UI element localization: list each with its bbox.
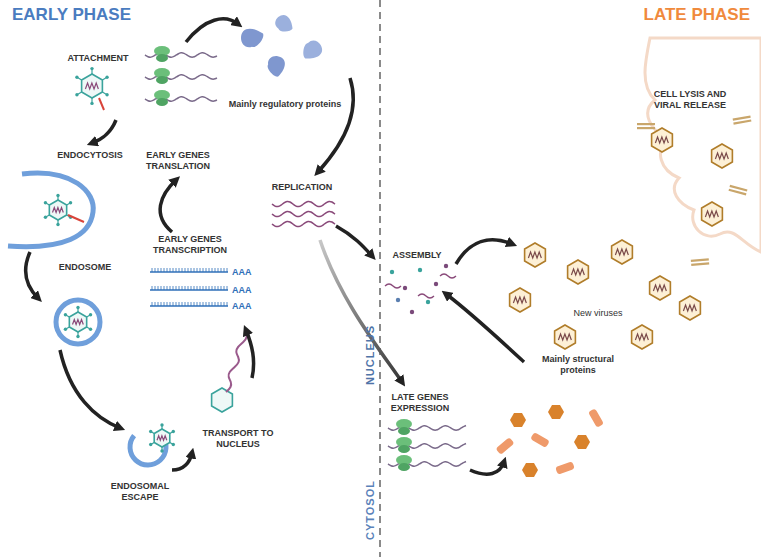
poly-a-tail: AAA [232, 285, 258, 296]
new-virus [510, 288, 531, 312]
lysis-burst [645, 38, 761, 252]
new-virus [525, 243, 546, 267]
viral-capsid [212, 388, 233, 412]
ribosome [396, 419, 412, 435]
process-arrow [60, 350, 120, 428]
process-arrow [456, 240, 512, 264]
process-arrow [26, 252, 38, 298]
step-label: ASSEMBLY [382, 250, 452, 261]
fibre-fragment [637, 123, 655, 129]
step-label: ENDOCYTOSIS [45, 150, 135, 161]
new-virus [612, 240, 633, 264]
nuclear-envelope [151, 148, 499, 432]
fibre-fragment [728, 185, 747, 196]
cell-body: CYTOSOL NUCLEUS [5, 40, 755, 552]
process-arrow [246, 330, 254, 378]
ribosome [396, 437, 412, 453]
structural-protein [510, 413, 526, 427]
compartment-label: NUCLEUS [363, 315, 377, 395]
structural-protein [588, 408, 604, 428]
step-label: ATTACHMENT [53, 53, 143, 64]
structural-protein [555, 461, 575, 475]
structural-protein [522, 463, 538, 477]
receptor [68, 215, 84, 222]
protein-note: Mainly structural proteins [532, 354, 624, 376]
phase-title: LATE PHASE [590, 5, 750, 25]
poly-a-tail: AAA [232, 301, 258, 312]
phase-title: EARLY PHASE [12, 5, 192, 25]
replicated-genome [272, 221, 335, 226]
released-virus [702, 202, 723, 226]
fibre-fragment [691, 258, 709, 266]
regulatory-protein [299, 38, 325, 63]
fibre-fragment [733, 115, 752, 124]
structural-protein [548, 405, 564, 419]
ribosome [154, 68, 170, 84]
new-virus [568, 260, 589, 284]
poly-a-tail: AAA [232, 267, 258, 278]
receptor [99, 98, 104, 110]
regulatory-protein [266, 55, 286, 78]
step-label: ENDOSOMAL ESCAPE [104, 481, 176, 503]
structural-protein [496, 437, 515, 455]
step-label: REPLICATION [262, 182, 342, 193]
assembly-parts [385, 264, 456, 314]
regulatory-protein [272, 12, 295, 36]
regulatory-protein [241, 29, 263, 48]
transcript-strand [150, 286, 228, 290]
new-virus [632, 325, 653, 349]
process-arrow [336, 226, 372, 256]
process-arrow [470, 462, 504, 474]
endocytic-pocket [8, 173, 93, 247]
ribosome [154, 46, 170, 62]
cell-outline [5, 40, 755, 552]
virus-particle [149, 423, 175, 453]
released-virus [652, 128, 673, 152]
step-label: EARLY GENES TRANSLATION [136, 150, 220, 172]
structural-protein [530, 432, 550, 448]
replicated-genome [272, 201, 335, 206]
transcript-strand [150, 268, 228, 272]
phase-divider [379, 0, 381, 557]
viral-genome [226, 332, 247, 392]
virus-particle [64, 306, 93, 338]
step-label: LATE GENES EXPRESSION [383, 392, 457, 414]
step-label: ENDOSOME [45, 262, 125, 273]
transcript-strand [150, 302, 228, 306]
new-virus [650, 276, 671, 300]
new-virus [555, 325, 576, 349]
structural-protein [574, 435, 590, 449]
new-virus [680, 296, 701, 320]
replicated-genome [272, 211, 335, 216]
cell-membrane [5, 40, 755, 552]
process-arrow [446, 294, 524, 362]
compartment-label: CYTOSOL [363, 470, 377, 550]
virus-note: New viruses [563, 308, 633, 319]
protein-note: Mainly regulatory proteins [222, 99, 348, 110]
process-arrow [92, 120, 116, 143]
broken-endosome [130, 436, 166, 465]
step-label: TRANSPORT TO NUCLEUS [198, 428, 278, 450]
step-label: EARLY GENES TRANSCRIPTION [144, 234, 236, 256]
ribosome [154, 90, 170, 106]
process-arrow [172, 453, 192, 470]
ribosome [396, 455, 412, 471]
process-arrow [186, 19, 238, 42]
virus-particle [75, 67, 109, 105]
virus-particle [44, 194, 73, 226]
step-label: CELL LYSIS AND VIRAL RELEASE [640, 89, 740, 111]
process-arrow [320, 240, 402, 382]
process-arrow [318, 78, 353, 172]
endosome-vesicle [56, 300, 100, 344]
released-virus [712, 144, 733, 168]
process-arrow [160, 180, 176, 232]
nucleus-fill [145, 142, 505, 438]
